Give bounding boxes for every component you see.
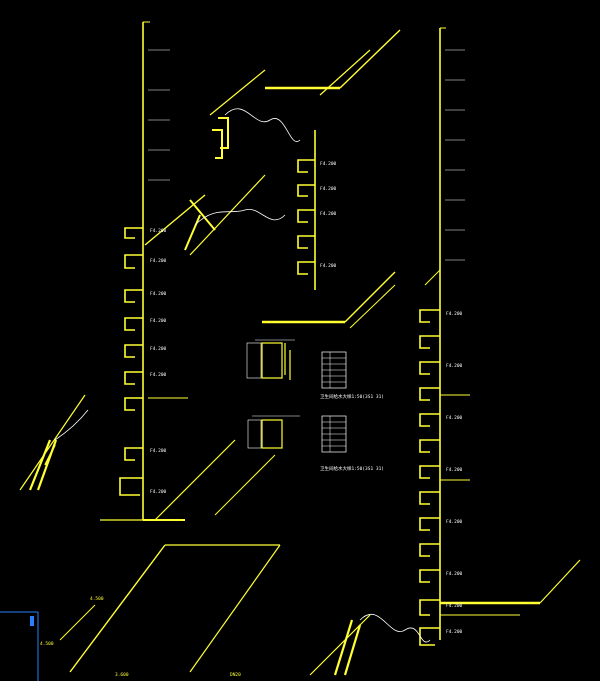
bottom-mark-4: DN20 <box>230 672 241 678</box>
mid-mark-1: F4.200 <box>320 161 337 167</box>
right-mark-1: F4.200 <box>446 311 463 317</box>
mid-mark-2: F4.200 <box>320 186 337 192</box>
bottom-mark-3: 3.600 <box>115 672 129 678</box>
left-branch-3 <box>124 289 143 303</box>
right-riser-labels: F4.200 F4.200 F4.200 F4.200 F4.200 F4.20… <box>446 311 463 635</box>
left-branch-2 <box>124 254 143 269</box>
left-mark-6: F4.200 <box>150 372 167 378</box>
mid-mark-3: F4.200 <box>320 211 337 217</box>
left-branch-5 <box>124 344 143 358</box>
bottom-mark-1: 4.500 <box>40 641 54 647</box>
left-branch-6 <box>124 371 143 385</box>
mid-mark-4: F4.200 <box>320 263 337 269</box>
detail-table-2 <box>321 415 347 453</box>
mid-horizontal-pipe <box>262 271 396 329</box>
right-mark-4: F4.200 <box>446 467 463 473</box>
left-mark-1: F4.200 <box>150 228 167 234</box>
detail-block-1 <box>246 339 295 380</box>
left-mark-4: F4.200 <box>150 318 167 324</box>
annotation-ticks <box>148 49 465 261</box>
left-riser <box>100 21 185 521</box>
top-center-pipe <box>265 29 401 96</box>
far-left-riser <box>19 394 89 491</box>
left-riser-branches <box>119 227 143 496</box>
left-mark-3: F4.200 <box>150 291 167 297</box>
mid-riser-labels: F4.200 F4.200 F4.200 F4.200 <box>320 161 337 269</box>
detail-block-2 <box>247 415 300 449</box>
sheet-frame <box>0 611 39 681</box>
right-mark-3: F4.200 <box>446 415 463 421</box>
left-mark-5: F4.200 <box>150 346 167 352</box>
left-diagonals <box>144 69 276 521</box>
left-branch-7 <box>124 397 143 411</box>
bottom-labels: 4.500 4.500 3.600 DN20 <box>40 596 241 678</box>
bottom-center-pipe <box>59 544 281 673</box>
detail-title-2: 卫生间给水大样1:50(3S1 31) <box>320 465 384 472</box>
right-mark-7: F4.200 <box>446 603 463 609</box>
curve-2 <box>194 208 286 226</box>
curve-3 <box>359 613 431 643</box>
left-branch-4 <box>124 317 143 331</box>
curve-1 <box>224 108 301 143</box>
left-riser-labels: F4.200 F4.200 F4.200 F4.200 F4.200 F4.20… <box>150 228 167 495</box>
left-branch-1 <box>124 227 143 239</box>
right-mark-5: F4.200 <box>446 519 463 525</box>
right-bottom-pipes <box>309 559 581 676</box>
right-mark-2: F4.200 <box>446 363 463 369</box>
right-mark-6: F4.200 <box>446 571 463 577</box>
left-mark-2: F4.200 <box>150 258 167 264</box>
top-left-fitting <box>212 117 229 159</box>
right-mark-8: F4.200 <box>446 629 463 635</box>
left-branch-8 <box>124 447 143 461</box>
left-branch-9 <box>119 477 143 496</box>
detail-table-1 <box>321 351 347 389</box>
left-mark-8: F4.200 <box>150 489 167 495</box>
left-mark-7: F4.200 <box>150 448 167 454</box>
right-riser <box>419 27 470 646</box>
bottom-mark-2: 4.500 <box>90 596 104 602</box>
detail-title-1: 卫生间给水大样1:50(3S1 31) <box>320 393 384 400</box>
mid-riser <box>297 130 316 290</box>
